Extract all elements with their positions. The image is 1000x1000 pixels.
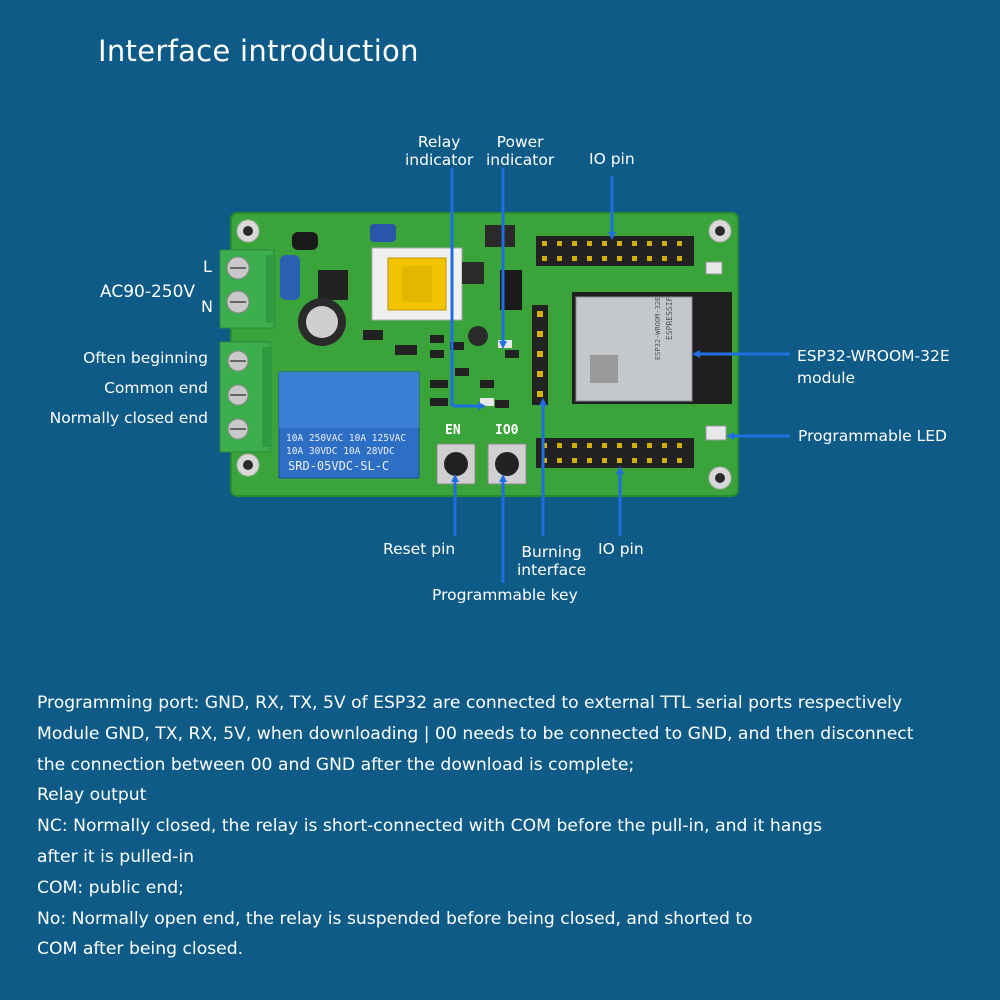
programmable-led — [705, 425, 727, 441]
ac-terminal-block — [219, 249, 276, 329]
callout-arrows — [450, 168, 790, 583]
label-esp32-module: ESP32-WROOM-32E module — [797, 347, 950, 387]
description-line: Relay output — [37, 785, 147, 806]
description-line: Module GND, TX, RX, 5V, when downloading… — [37, 723, 914, 744]
transformer — [371, 247, 463, 321]
description-line: No: Normally open end, the relay is susp… — [37, 908, 753, 929]
label-normally-closed-end: Normally closed end — [49, 409, 208, 427]
relay-rating-line-1: 10A 250VAC 10A 125VAC — [286, 433, 406, 444]
label-io-pin-top: IO pin — [589, 150, 635, 168]
label-terminal-n: N — [201, 297, 213, 316]
io0-button: IO0 — [487, 423, 527, 485]
description-line: COM after being closed. — [37, 939, 244, 960]
en-button: EN — [436, 423, 476, 485]
description-line: after it is pulled-in — [37, 846, 195, 867]
description-line: NC: Normally closed, the relay is short-… — [37, 816, 823, 837]
relay: 10A 250VAC 10A 125VAC 10A 30VDC 10A 28VD… — [278, 371, 420, 479]
label-ac-input: AC90-250V — [100, 282, 196, 302]
power-indicator-led — [498, 340, 512, 348]
board-label-io0: IO0 — [495, 423, 519, 438]
label-programmable-key: Programmable key — [432, 586, 578, 604]
module-brand: ESPRESSIF — [665, 296, 674, 340]
label-common-end: Common end — [104, 379, 208, 397]
relay-terminal-block — [219, 341, 272, 453]
label-often-beginning: Often beginning — [83, 349, 208, 367]
label-power-indicator: Power indicator — [486, 133, 555, 169]
esp32-module: ESPRESSIF ESP32-WROOM-32E — [572, 292, 732, 404]
description-line: Programming port: GND, RX, TX, 5V of ESP… — [37, 693, 903, 713]
mounting-holes — [236, 219, 732, 490]
top-io-header — [536, 236, 694, 266]
label-reset-pin: Reset pin — [383, 540, 456, 558]
description-line: COM: public end; — [37, 877, 184, 898]
description-block: Programming port: GND, RX, TX, 5V of ESP… — [37, 688, 913, 965]
label-relay-indicator: Relay indicator — [405, 133, 474, 169]
label-programmable-led: Programmable LED — [798, 427, 947, 445]
label-io-pin-bottom: IO pin — [598, 540, 644, 558]
relay-indicator-led — [480, 398, 494, 406]
label-burning-interface: Burning interface — [517, 543, 587, 579]
relay-model: SRD-05VDC-SL-C — [288, 459, 389, 473]
description-line: the connection between 00 and GND after … — [37, 754, 635, 775]
module-model: ESP32-WROOM-32E — [654, 297, 662, 360]
burning-interface-header — [532, 305, 548, 405]
board-label-en: EN — [445, 423, 461, 438]
label-terminal-l: L — [203, 257, 212, 276]
relay-rating-line-2: 10A 30VDC 10A 28VDC — [286, 446, 395, 457]
page-title: Interface introduction — [98, 34, 419, 68]
bottom-io-header — [536, 438, 694, 468]
